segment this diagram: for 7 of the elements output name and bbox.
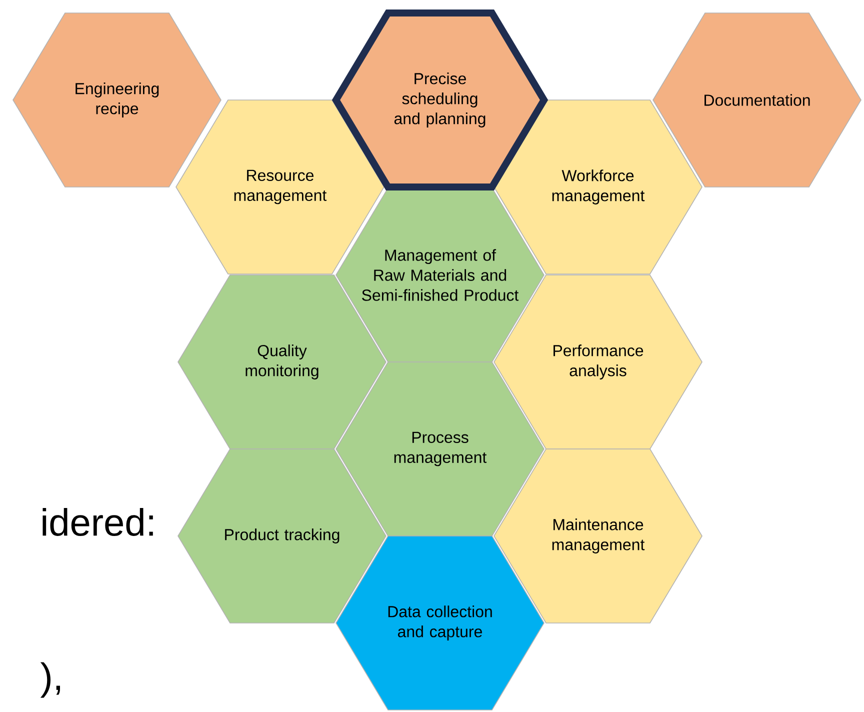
hexagon: Management of Raw Materials and Semi-finished Product bbox=[336, 188, 544, 362]
hexagon: Engineering recipe bbox=[12, 12, 222, 188]
slide-text: ), bbox=[40, 662, 60, 698]
hexagon: Product tracking bbox=[178, 448, 386, 624]
slide-text: idered: bbox=[42, 508, 153, 536]
hexagon: Maintenance management bbox=[494, 448, 702, 624]
hexagon: Documentation bbox=[652, 12, 862, 188]
